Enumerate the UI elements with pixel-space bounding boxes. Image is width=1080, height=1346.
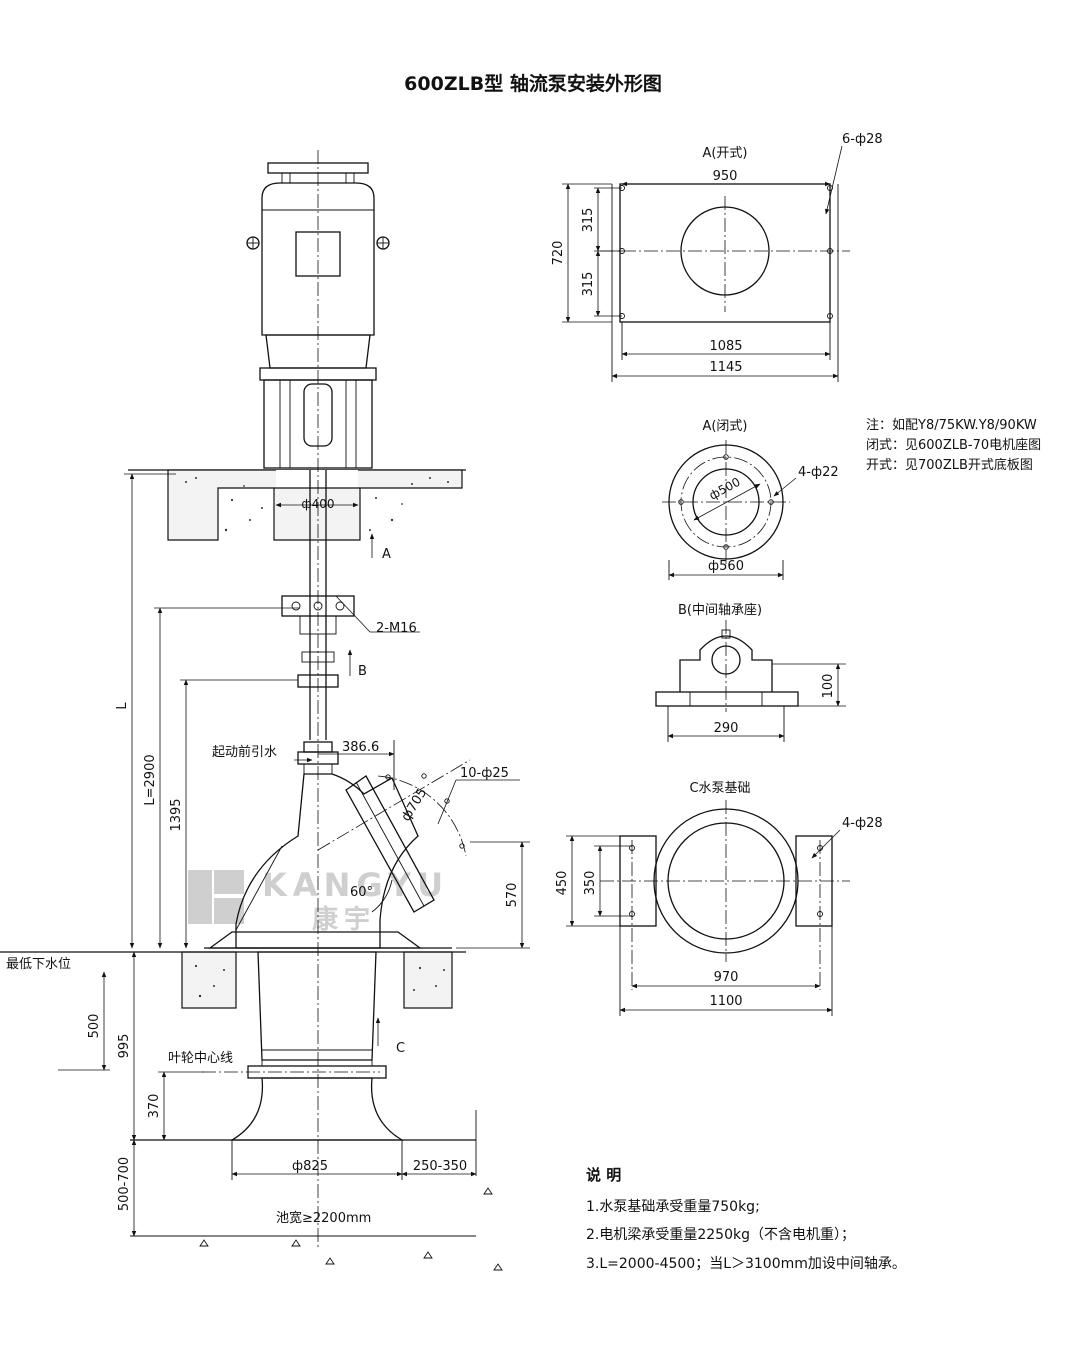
dim-250-350-label: 250-350 <box>413 1159 467 1174</box>
impeller-label: 叶轮中心线 <box>168 1051 233 1066</box>
view-b-bearing-seat: B(中间轴承座) 100 290 <box>655 603 846 742</box>
dim-315a-label: 315 <box>581 208 596 233</box>
view-b-100-label: 100 <box>821 674 836 699</box>
open-holes-label: 6-ф28 <box>842 132 883 147</box>
arrow-A-label: A <box>382 547 391 562</box>
view-b-290-label: 290 <box>714 721 739 736</box>
view-c-title: C水泵基础 <box>689 781 750 796</box>
dim-315b-label: 315 <box>581 272 596 297</box>
motor-note: 注：如配Y8/75KW.Y8/90KW 闭式：见600ZLB-70电机座图 开式… <box>866 417 1041 473</box>
priming-label: 起动前引水 <box>212 744 277 760</box>
bearing-base <box>655 691 799 707</box>
note-line-2: 闭式：见600ZLB-70电机座图 <box>866 438 1041 453</box>
suction-pipe <box>257 951 377 1061</box>
dim-500-700-label: 500-700 <box>117 1157 132 1211</box>
view-c-holes-label: 4-ф28 <box>842 816 883 831</box>
bearing-housing <box>679 635 773 692</box>
closed-phi560-label: ф560 <box>708 559 744 574</box>
view-c-1100-label: 1100 <box>709 994 742 1009</box>
motor-nameplate <box>295 231 341 277</box>
arrow-C-label: C <box>396 1041 405 1056</box>
arrow-B-label: B <box>358 664 367 679</box>
view-a-closed: A(闭式) ф500 4-ф22 ф560 <box>662 419 839 580</box>
closed-phi500-label: ф500 <box>707 475 743 503</box>
view-c-foundation: C水泵基础 4-ф28 450 350 970 1100 <box>555 781 883 1016</box>
dim-995-label: 995 <box>117 1034 132 1059</box>
note-line-1: 注：如配Y8/75KW.Y8/90KW <box>866 417 1037 433</box>
dim-1395-label: 1395 <box>169 798 184 831</box>
dim-L2900-label: L=2900 <box>143 754 158 805</box>
view-a-open: A(开式) 950 6-ф28 315 315 720 1085 1145 <box>551 132 883 382</box>
bolt-circle-arc <box>377 775 467 857</box>
dim-386-label: 386.6 <box>342 740 379 755</box>
bolt-label: 2-M16 <box>376 621 417 636</box>
dim-L-label: L <box>115 702 130 710</box>
foundation-left <box>181 951 237 1009</box>
pool-width-label: 池宽≥2200mm <box>276 1210 371 1226</box>
remarks-heading: 说 明 <box>586 1166 621 1184</box>
dim-570-label: 570 <box>505 883 520 908</box>
view-c-970-label: 970 <box>714 970 739 985</box>
view-c-450-label: 450 <box>555 871 570 896</box>
dim-phi400-label: ф400 <box>301 497 334 511</box>
watermark-chinese: 康宇 <box>312 904 376 935</box>
main-elevation-view: L L=2900 1395 ф400 A 2-M16 B 起动前引水 386.6… <box>0 150 530 1271</box>
remark-item-3: 3.L=2000-4500；当L＞3100mm加设中间轴承。 <box>586 1256 906 1272</box>
angle-label: 60° <box>350 885 373 900</box>
dim-370-label: 370 <box>147 1094 162 1119</box>
remark-item-1: 1.水泵基础承受重量750kg; <box>586 1198 760 1215</box>
low-water-label: 最低下水位 <box>6 957 71 972</box>
remark-item-2: 2.电机梁承受重量2250kg（不含电机重）； <box>586 1227 855 1243</box>
dim-1145-label: 1145 <box>709 360 742 375</box>
suction-bellmouth <box>229 1077 405 1141</box>
dim-950-label: 950 <box>713 169 738 184</box>
foundation-right <box>403 951 453 1009</box>
closed-holes-label: 4-ф22 <box>798 465 839 480</box>
dim-phi825-label: ф825 <box>292 1159 328 1174</box>
view-c-350-label: 350 <box>583 871 598 896</box>
dim-1085-label: 1085 <box>709 339 742 354</box>
view-a-open-title: A(开式) <box>702 146 747 161</box>
drawing-title: 600ZLB型 轴流泵安装外形图 <box>404 72 662 95</box>
note-line-3: 开式：见700ZLB开式底板图 <box>866 457 1033 473</box>
dim-720-label: 720 <box>551 241 566 266</box>
view-a-closed-title: A(闭式) <box>702 419 747 434</box>
pool-floor-marks <box>199 1187 503 1271</box>
watermark: KANGYU 康宇 <box>188 866 443 935</box>
remarks: 说 明 1.水泵基础承受重量750kg; 2.电机梁承受重量2250kg（不含电… <box>586 1166 906 1272</box>
holes10-label: 10-ф25 <box>460 766 509 781</box>
dim-500-label: 500 <box>87 1014 102 1039</box>
motor-body <box>261 182 375 336</box>
concrete-texture <box>185 477 449 532</box>
outlet-flange <box>345 775 435 913</box>
view-b-title: B(中间轴承座) <box>678 603 762 618</box>
